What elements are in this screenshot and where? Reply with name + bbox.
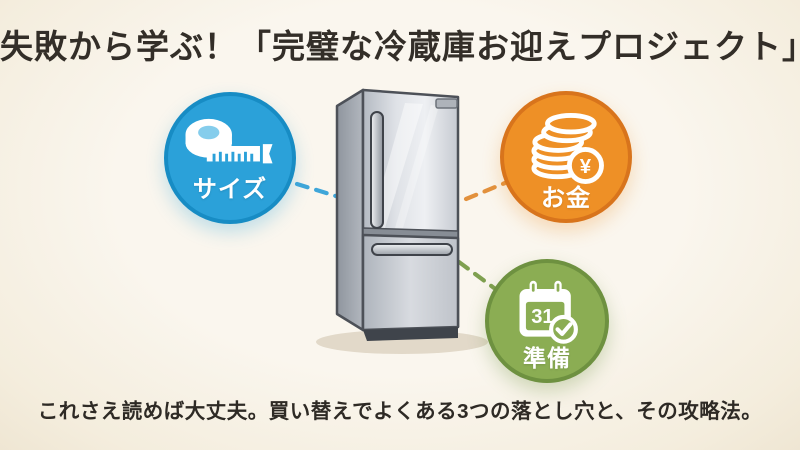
fridge-base (363, 327, 458, 341)
badge-prep-label: 準備 (523, 345, 571, 371)
fridge-shadow (316, 330, 488, 354)
door-divider (362, 227, 459, 239)
caption-text: これさえ読めば大丈夫。買い替えでよくある3つの落とし穴と、その攻略法。 (37, 400, 763, 423)
fridge-side-panel (335, 88, 365, 332)
fridge-logo-badge (435, 98, 458, 109)
badge-money: ¥ お金 (500, 91, 632, 223)
measuring-tape-icon (185, 118, 273, 164)
fridge-upper-door (361, 88, 460, 332)
fridge-door-handle (370, 111, 384, 229)
connector-money (463, 180, 508, 202)
refrigerator-illustration (316, 88, 488, 354)
badge-size-label: サイズ (192, 176, 268, 203)
freezer-drawer-handle (371, 243, 453, 256)
connector-prep (456, 259, 497, 291)
badge-size: サイズ (164, 92, 296, 224)
badge-money-label: お金 (541, 185, 591, 212)
coins-icon: ¥ (531, 112, 604, 184)
yen-symbol: ¥ (580, 156, 592, 178)
page-title: 失敗から学ぶ！「完璧な冷蔵庫お迎えプロジェクト」 (0, 28, 800, 65)
fridge-freezer-drawer (361, 233, 460, 332)
door-highlight-thin (395, 105, 439, 228)
door-highlight (370, 103, 423, 228)
calendar-check-icon: 31 (519, 280, 578, 344)
calendar-day: 31 (531, 306, 553, 328)
badge-prep: 31 準備 (485, 259, 609, 383)
check-mark (555, 322, 573, 336)
connector-size (294, 181, 342, 200)
